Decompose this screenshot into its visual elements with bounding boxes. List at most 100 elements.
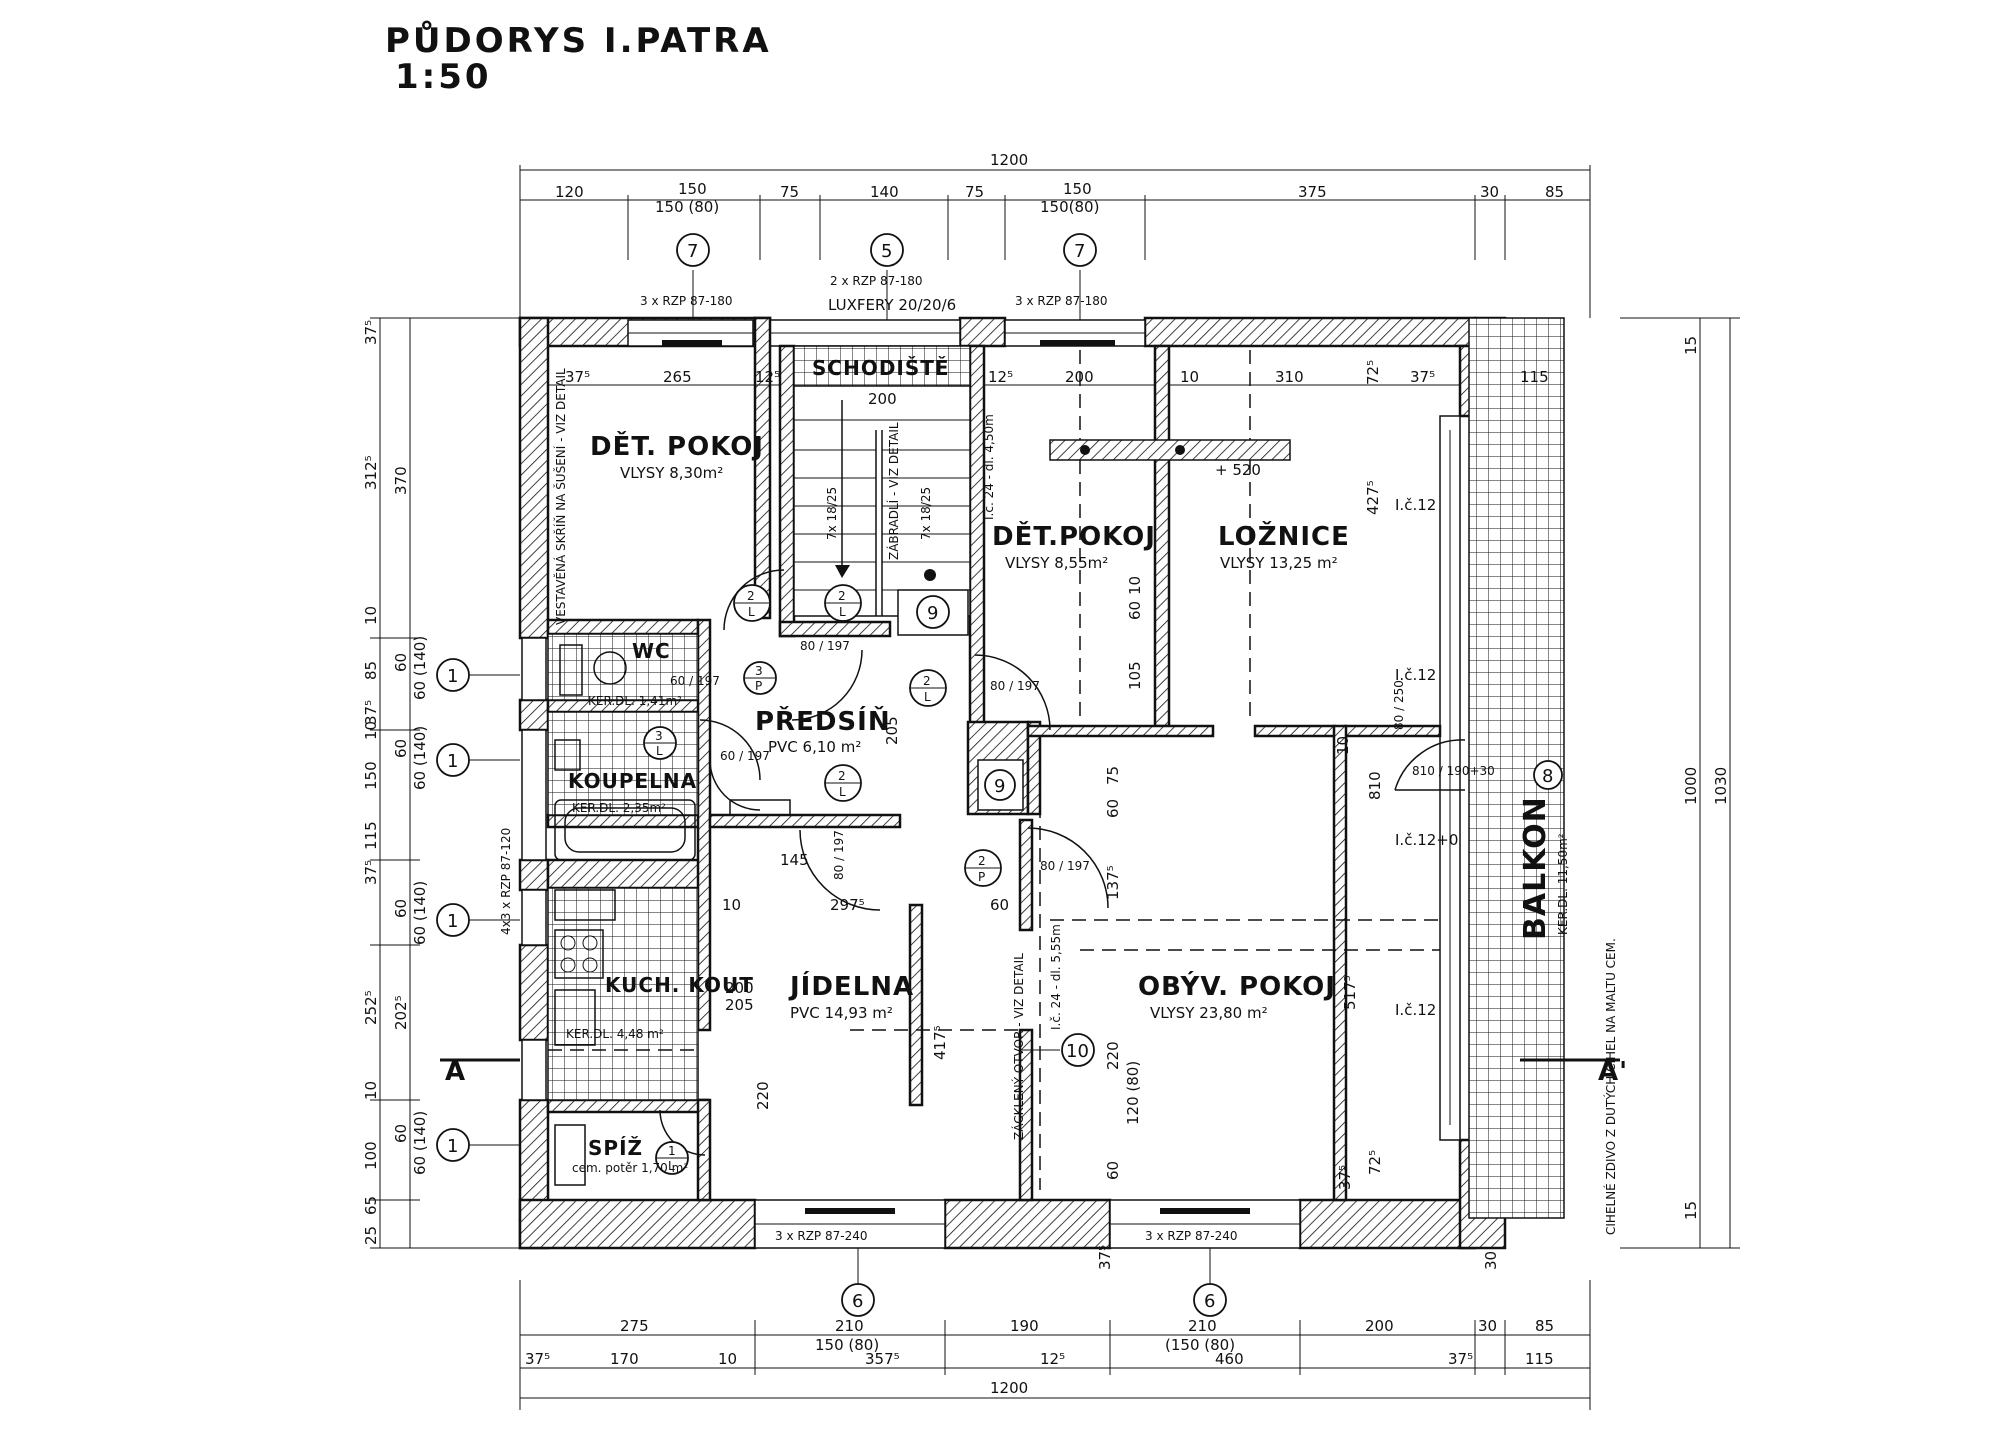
dim-left-b2: 60 xyxy=(392,653,410,672)
dim-left-a12: 100 xyxy=(362,1141,380,1170)
dimension-texts-right: 15 1000 1030 15 xyxy=(1682,336,1730,1220)
dim-inner-7: 10 xyxy=(1180,368,1199,386)
marker-8-label: 8 xyxy=(1542,766,1553,787)
dashed-lines xyxy=(548,350,1440,1190)
dim-bottom-1: 275 xyxy=(620,1317,649,1335)
note-luxfery: LUXFERY 20/20/6 xyxy=(828,296,956,314)
dim-left-a6: 10 xyxy=(362,721,380,740)
dimension-texts-left: 37⁵ 312⁵ 10 85 37⁵ 10 150 115 37⁵ 252⁵ 1… xyxy=(362,320,429,1245)
dim-inner-30: 810 xyxy=(1366,771,1384,800)
dim-top-2b: 150 (80) xyxy=(655,198,719,216)
room-spiz-floor: cem. potěr 1,70 m² xyxy=(572,1161,688,1175)
note-stair-2: 7x 18/25 xyxy=(919,487,933,540)
dim-inner-11: 115 xyxy=(1520,368,1549,386)
room-obyv-pokoj-floor: VLYSY 23,80 m² xyxy=(1150,1004,1268,1022)
room-obyv-pokoj: OBÝV. POKOJ xyxy=(1138,970,1336,1002)
dim-inner-12: 427⁵ xyxy=(1364,480,1382,515)
markers: 7 5 7 1 1 1 1 6 6 9 9 10 8 2 L 2 L xyxy=(436,233,1563,1317)
dim-left-b5: 60 (140) xyxy=(411,726,429,790)
dim-inner-4: 200 xyxy=(868,390,897,408)
note-lintel-1: I.č. 24 - dl. 4,50m xyxy=(982,414,996,520)
note-lintel-2: I.č. 24 - dl. 5,55m xyxy=(1049,924,1063,1030)
dim-left-a2: 312⁵ xyxy=(362,455,380,490)
dim-inner-14: 105 xyxy=(1126,661,1144,690)
dimension-texts-bottom: 275 210 150 (80) 190 210 (150 (80) 200 3… xyxy=(525,1317,1554,1397)
note-window-top-left: 3 x RZP 87-180 xyxy=(640,294,732,308)
notes: 3 x RZP 87-180 2 x RZP 87-180 LUXFERY 20… xyxy=(445,274,1628,1243)
staircase xyxy=(793,385,971,617)
dim-top-6b: 150(80) xyxy=(1040,198,1099,216)
dim-inner-43: 60 xyxy=(1104,799,1122,818)
marker-9b-label: 9 xyxy=(994,776,1005,797)
room-loznice: LOŽNICE xyxy=(1218,520,1350,552)
marker-7b-label: 7 xyxy=(1074,241,1085,262)
dim-bottom-4b: (150 (80) xyxy=(1165,1336,1235,1354)
dim-bottom-e1: 37⁵ xyxy=(525,1350,550,1368)
dim-inner-10: 37⁵ xyxy=(1410,368,1435,386)
marker-6b-label: 6 xyxy=(1204,1291,1215,1312)
note-i12-d: I.č.12 xyxy=(1395,1001,1436,1019)
plan-scale: 1:50 xyxy=(395,57,492,97)
door-3P-type: P xyxy=(755,679,762,693)
door-2L-b-num: 2 xyxy=(838,589,846,603)
room-schodiste: SCHODIŠTĚ xyxy=(812,356,950,380)
dim-inner-42: 10 xyxy=(1334,736,1352,755)
dim-top-3: 75 xyxy=(780,183,799,201)
dim-inner-38: 80 / 197 xyxy=(990,679,1040,693)
dim-inner-29: 517⁵ xyxy=(1341,975,1359,1010)
note-window-left: 4x3 x RZP 87-120 xyxy=(499,828,513,935)
dim-left-a4: 85 xyxy=(362,661,380,680)
dimension-texts-top: 1200 120 150 150 (80) 75 140 75 150 150(… xyxy=(555,151,1564,216)
dim-inner-26: 220 xyxy=(1104,1041,1122,1070)
room-labels: DĚT. POKOJ VLYSY 8,30m² SCHODIŠTĚ DĚT.PO… xyxy=(566,356,1570,1175)
door-2L-d-num: 2 xyxy=(838,769,846,783)
note-wardrobe: VESTAVĚNÁ SKŘÍŇ NA ŠUŠENÍ - VIZ DETAIL xyxy=(553,368,568,625)
dim-left-a3: 10 xyxy=(362,606,380,625)
dim-left-b3: 60 (140) xyxy=(411,636,429,700)
marker-7a-label: 7 xyxy=(687,241,698,262)
door-2L-a-type: L xyxy=(748,605,755,619)
room-det-pokoj-2: DĚT.POKOJ xyxy=(992,520,1156,552)
dim-bottom-2b: 150 (80) xyxy=(815,1336,879,1354)
dim-inner-36: 810 / 190+30 xyxy=(1412,764,1495,778)
dim-left-a13: 65 xyxy=(362,1196,380,1215)
marker-1a-label: 1 xyxy=(447,666,458,687)
room-koupelna-floor: KER.DL. 2,35m² xyxy=(572,801,666,815)
dim-inner-17: 145 xyxy=(780,851,809,869)
dim-left-b10: 60 (140) xyxy=(411,1111,429,1175)
dim-inner-18: 297⁵ xyxy=(830,896,865,914)
dim-inner-41: 75 xyxy=(1104,766,1122,785)
dim-left-a10: 252⁵ xyxy=(362,990,380,1025)
dim-bottom-6: 30 xyxy=(1478,1317,1497,1335)
dim-bottom-e6: 460 xyxy=(1215,1350,1244,1368)
dim-inner-39: 80 / 197 xyxy=(832,830,846,880)
windows xyxy=(521,319,1461,1249)
marker-7b xyxy=(1063,233,1097,267)
door-2L-d-type: L xyxy=(839,785,846,799)
dim-right-4: 15 xyxy=(1682,1201,1700,1220)
dim-bottom-3: 190 xyxy=(1010,1317,1039,1335)
dim-left-b1: 370 xyxy=(392,466,410,495)
marker-1d-label: 1 xyxy=(447,1136,458,1157)
dim-right-3: 1030 xyxy=(1712,767,1730,805)
dim-bottom-e5: 12⁵ xyxy=(1040,1350,1065,1368)
dim-inner-13: 10 xyxy=(1126,576,1144,595)
room-kuch-kout: KUCH. KOUT xyxy=(605,973,754,997)
dim-inner-5: 12⁵ xyxy=(988,368,1013,386)
note-window-bottom-right: 3 x RZP 87-240 xyxy=(1145,1229,1237,1243)
outer-walls xyxy=(518,316,1507,1250)
note-i12-a: I.č.12 xyxy=(1395,496,1436,514)
section-marker-a2: A' xyxy=(1598,1057,1628,1087)
dim-inner-45: 30 xyxy=(1482,1251,1500,1270)
room-det-pokoj-1-floor: VLYSY 8,30m² xyxy=(620,464,723,482)
dim-inner-1: 37⁵ xyxy=(565,368,590,386)
dim-bottom-7: 85 xyxy=(1535,1317,1554,1335)
dim-inner-20: 60 xyxy=(990,896,1009,914)
room-jidelna: JÍDELNA xyxy=(788,970,914,1002)
dim-left-b9: 60 xyxy=(392,1124,410,1143)
room-predsin-floor: PVC 6,10 m² xyxy=(768,738,861,756)
dim-right-2: 1000 xyxy=(1682,767,1700,805)
room-predsin: PŘEDSÍŇ xyxy=(755,705,891,737)
dim-inner-31: 72⁵ xyxy=(1366,1150,1384,1175)
dim-inner-8: 310 xyxy=(1275,368,1304,386)
